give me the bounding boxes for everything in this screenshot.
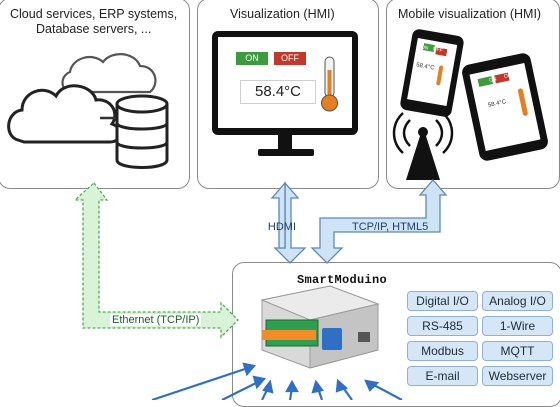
module-1-wire: 1-Wire — [482, 316, 553, 336]
module-email: E-mail — [407, 366, 478, 386]
module-webserver: Webserver — [482, 366, 553, 386]
tablet-icon — [462, 53, 548, 161]
cloud-panel-title-line2: Database servers, ... — [36, 22, 152, 36]
hdmi-arrow-left-part — [270, 181, 286, 249]
hmi-on-label: ON — [245, 53, 259, 63]
thermometer-icon — [321, 56, 338, 112]
input-arrows — [151, 362, 403, 400]
antenna-icon — [392, 112, 454, 180]
cloud-icon — [7, 53, 157, 144]
module-rs485: RS-485 — [407, 316, 478, 336]
hmi-off-label: OFF — [281, 53, 299, 63]
module-modbus: Modbus — [407, 341, 478, 361]
controller-device-icon — [260, 285, 380, 369]
hdmi-label: HDMI — [267, 221, 296, 233]
mobile-link-label: TCP/IP, HTML5 — [352, 221, 429, 233]
hmi-panel-title: Visualization (HMI) — [230, 7, 335, 21]
ethernet-arrow — [73, 182, 239, 339]
module-analog-io: Analog I/O — [482, 291, 553, 311]
hmi-temperature-readout: 58.4°C — [240, 80, 316, 104]
hmi-on-button[interactable] — [236, 52, 268, 65]
module-digital-io: Digital I/O — [407, 291, 478, 311]
module-mqtt: MQTT — [482, 341, 553, 361]
smartphone-icon — [400, 29, 464, 117]
cloud-panel-title-line1: Cloud services, ERP systems, — [10, 7, 178, 21]
hmi-off-button[interactable] — [274, 52, 306, 65]
mobile-panel-title: Mobile visualization (HMI) — [398, 7, 542, 21]
device-name: SmartModuino — [297, 273, 388, 287]
database-icon — [115, 94, 169, 169]
mobile-link-arrow — [310, 179, 448, 264]
ethernet-label: Ethernet (TCP/IP) — [110, 314, 202, 326]
